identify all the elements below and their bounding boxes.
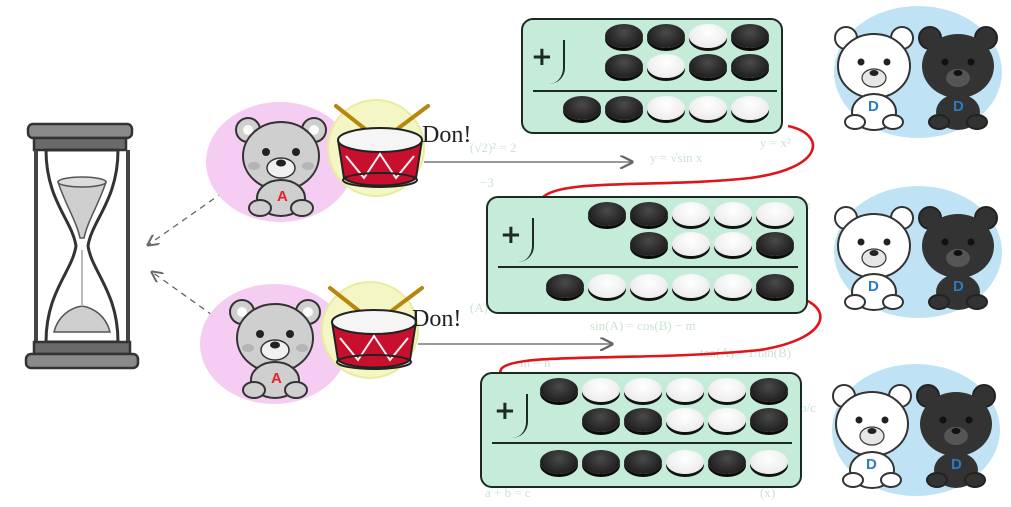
drum-icon xyxy=(334,104,430,188)
bear-d-letter: D xyxy=(866,456,877,473)
bracket xyxy=(512,394,528,438)
operand-disc-white xyxy=(714,232,752,256)
plus-sign: + xyxy=(531,42,553,72)
white-bear-icon xyxy=(832,364,1000,496)
operand-disc-black xyxy=(624,408,662,432)
bear-a-letter: A xyxy=(277,188,288,205)
result-disc-black xyxy=(546,274,584,298)
operand-disc-black xyxy=(731,54,769,78)
operand-disc-black xyxy=(582,408,620,432)
bear-pair-1: D D xyxy=(830,4,1006,140)
drum-event-bottom: A Don! xyxy=(198,278,468,408)
result-disc-white xyxy=(630,274,668,298)
hourglass-icon xyxy=(24,122,140,370)
addition-panel-3: + xyxy=(480,372,802,488)
bear-d-letter: D xyxy=(868,278,879,295)
bear-d-letter: D xyxy=(953,278,964,295)
operand-disc-white xyxy=(624,378,662,402)
don-label: Don! xyxy=(412,306,462,332)
operand-disc-black xyxy=(750,378,788,402)
drum-event-top: A Don! xyxy=(204,96,474,226)
result-disc-black xyxy=(756,274,794,298)
operand-disc-black xyxy=(605,54,643,78)
operand-disc-black xyxy=(588,202,626,226)
operand-disc-white xyxy=(714,202,752,226)
bear-pair-2: D D xyxy=(830,184,1006,320)
sum-line xyxy=(498,266,798,268)
bear-d-letter: D xyxy=(953,98,964,115)
operand-disc-white xyxy=(672,202,710,226)
bear-d-letter: D xyxy=(868,98,879,115)
operand-disc-black xyxy=(647,24,685,48)
operand-disc-black xyxy=(731,24,769,48)
drum-icon xyxy=(328,286,424,370)
result-disc-white xyxy=(666,450,704,474)
addition-panel-1: + xyxy=(521,18,783,134)
operand-disc-black xyxy=(756,232,794,256)
bear-a-letter: A xyxy=(271,370,282,387)
operand-disc-white xyxy=(708,408,746,432)
sum-line xyxy=(492,442,792,444)
operand-disc-black xyxy=(630,232,668,256)
result-disc-black xyxy=(624,450,662,474)
operand-disc-black xyxy=(605,24,643,48)
bracket xyxy=(549,40,565,84)
operand-disc-black xyxy=(689,54,727,78)
addition-panel-2: + xyxy=(486,196,808,314)
bracket xyxy=(518,218,534,262)
operand-disc-white xyxy=(647,54,685,78)
white-bear-icon xyxy=(834,6,1002,138)
result-disc-black xyxy=(563,96,601,120)
operand-disc-black xyxy=(540,378,578,402)
operand-disc-white xyxy=(672,232,710,256)
operand-disc-white xyxy=(666,378,704,402)
result-disc-black xyxy=(540,450,578,474)
result-disc-white xyxy=(714,274,752,298)
result-disc-black xyxy=(708,450,746,474)
result-disc-white xyxy=(750,450,788,474)
plus-sign: + xyxy=(494,396,516,426)
white-bear-icon xyxy=(834,186,1002,318)
result-disc-black xyxy=(582,450,620,474)
plus-sign: + xyxy=(500,220,522,250)
result-disc-white xyxy=(588,274,626,298)
bear-d-letter: D xyxy=(951,456,962,473)
operand-disc-white xyxy=(708,378,746,402)
don-label: Don! xyxy=(422,122,472,148)
result-disc-white xyxy=(647,96,685,120)
sum-line xyxy=(533,90,777,92)
result-disc-white xyxy=(689,96,727,120)
operand-disc-white xyxy=(756,202,794,226)
operand-disc-white xyxy=(689,24,727,48)
result-disc-white xyxy=(672,274,710,298)
operand-disc-black xyxy=(630,202,668,226)
operand-disc-black xyxy=(750,408,788,432)
bear-pair-3: D D xyxy=(828,362,1004,498)
operand-disc-white xyxy=(666,408,704,432)
result-disc-white xyxy=(731,96,769,120)
operand-disc-white xyxy=(582,378,620,402)
result-disc-black xyxy=(605,96,643,120)
